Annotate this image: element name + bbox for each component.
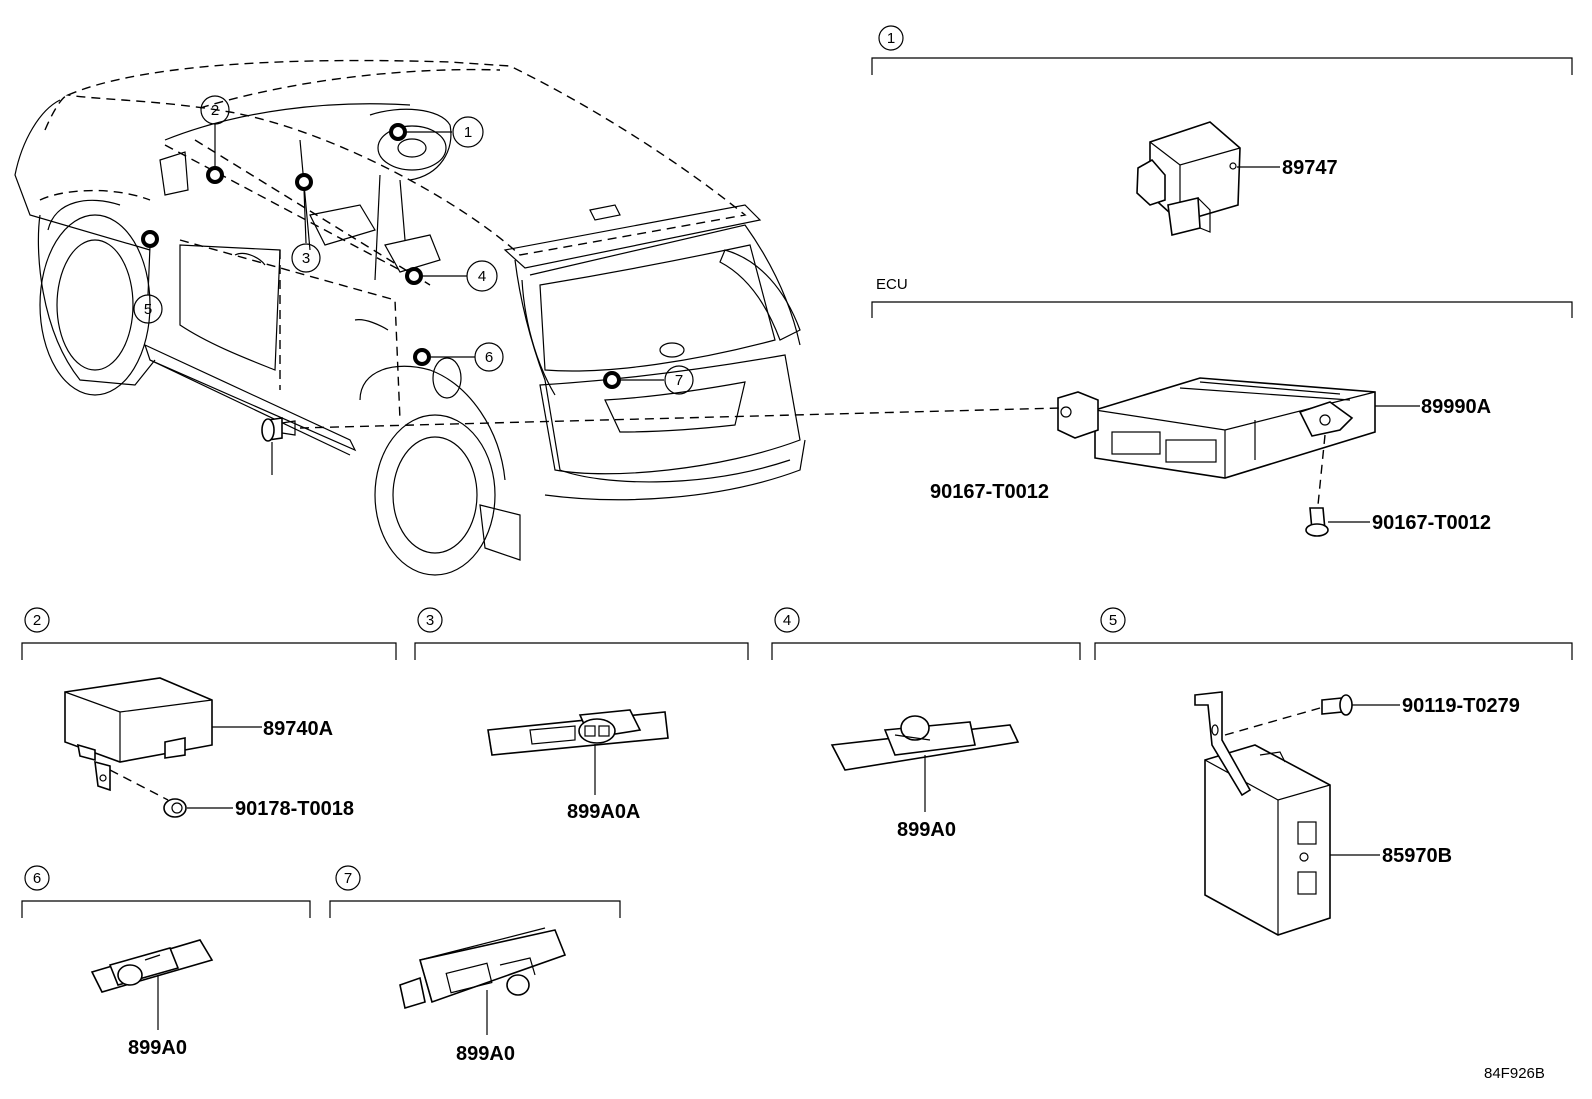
section-2: 2 89740A 90178-T0018 bbox=[21, 607, 397, 820]
section-number: 7 bbox=[344, 870, 352, 887]
callout-number: 3 bbox=[302, 250, 310, 267]
section-number: 4 bbox=[783, 612, 791, 629]
part-number-90167-t0012-left[interactable]: 90167-T0012 bbox=[930, 481, 1049, 503]
callout-bubble-2: 2 bbox=[200, 95, 230, 125]
section-1: 1 89747 bbox=[871, 25, 1573, 236]
section-number: 2 bbox=[33, 612, 41, 629]
marker-1 bbox=[389, 123, 407, 141]
section-number: 3 bbox=[426, 612, 434, 629]
part-number-90119-t0279[interactable]: 90119-T0279 bbox=[1402, 695, 1520, 717]
marker-3 bbox=[295, 173, 313, 191]
part-number-899a0-6[interactable]: 899A0 bbox=[128, 1037, 187, 1059]
ecu-label: ECU bbox=[876, 276, 908, 293]
section-3: 3 899A0A bbox=[414, 607, 749, 823]
callout-number: 4 bbox=[478, 268, 486, 285]
location-markers bbox=[141, 123, 621, 389]
section-4: 4 899A0 bbox=[771, 607, 1081, 841]
callout-bubble-3: 3 bbox=[291, 243, 321, 273]
section-ecu: ECU 89990A bbox=[261, 276, 1573, 537]
marker-2 bbox=[206, 166, 224, 184]
part-899a0a-drawing bbox=[487, 709, 669, 756]
section-6: 6 899A0 bbox=[21, 865, 311, 1059]
ecu-right-bolt bbox=[1305, 507, 1329, 537]
part-number-89740a[interactable]: 89740A bbox=[263, 718, 333, 740]
section-number: 6 bbox=[33, 870, 41, 887]
part-number-90178-t0018[interactable]: 90178-T0018 bbox=[235, 798, 354, 820]
part-899a0-7-drawing bbox=[399, 927, 567, 1010]
callout-bubble-5: 5 bbox=[133, 294, 163, 324]
section-7: 7 899A0 bbox=[329, 865, 621, 1065]
callout-number: 7 bbox=[675, 372, 683, 389]
marker-6 bbox=[413, 348, 431, 366]
marker-5 bbox=[141, 230, 159, 248]
marker-4 bbox=[405, 267, 423, 285]
part-899a0-4-drawing bbox=[830, 715, 1020, 771]
callout-bubble-4: 4 bbox=[466, 260, 498, 292]
part-899a0-6-drawing bbox=[90, 939, 214, 993]
callout-bubble-1: 1 bbox=[452, 116, 484, 148]
ecu-module-drawing bbox=[1057, 377, 1376, 479]
section-number: 1 bbox=[887, 30, 895, 47]
part-number-89747[interactable]: 89747 bbox=[1282, 157, 1338, 179]
bolt-90119-drawing bbox=[1321, 694, 1353, 716]
marker-7 bbox=[603, 371, 621, 389]
part-89747-drawing bbox=[1136, 121, 1241, 236]
part-number-90167-t0012-right[interactable]: 90167-T0012 bbox=[1372, 512, 1491, 534]
vehicle-callouts: 1 2 3 4 5 6 7 bbox=[133, 95, 694, 395]
part-number-899a0a[interactable]: 899A0A bbox=[567, 801, 640, 823]
ecu-left-bolt bbox=[261, 417, 296, 442]
diagram-code: 84F926B bbox=[1484, 1065, 1545, 1082]
section-5: 5 90119-T0279 85970B bbox=[1094, 607, 1573, 936]
callout-number: 6 bbox=[485, 349, 493, 366]
nut-drawing bbox=[163, 798, 187, 818]
callout-bubble-7: 7 bbox=[664, 365, 694, 395]
callout-number: 5 bbox=[144, 301, 152, 318]
callout-number: 1 bbox=[464, 124, 472, 141]
part-number-85970b[interactable]: 85970B bbox=[1382, 845, 1452, 867]
part-number-899a0-4[interactable]: 899A0 bbox=[897, 819, 956, 841]
part-85970b-drawing bbox=[1194, 691, 1331, 936]
callout-number: 2 bbox=[211, 102, 219, 119]
part-number-89990a[interactable]: 89990A bbox=[1421, 396, 1491, 418]
part-number-899a0-7[interactable]: 899A0 bbox=[456, 1043, 515, 1065]
callout-bubble-6: 6 bbox=[474, 342, 504, 372]
part-89740a-drawing bbox=[64, 677, 213, 792]
vehicle-illustration bbox=[14, 59, 806, 576]
section-number: 5 bbox=[1109, 612, 1117, 629]
callout-leaders bbox=[147, 124, 664, 381]
